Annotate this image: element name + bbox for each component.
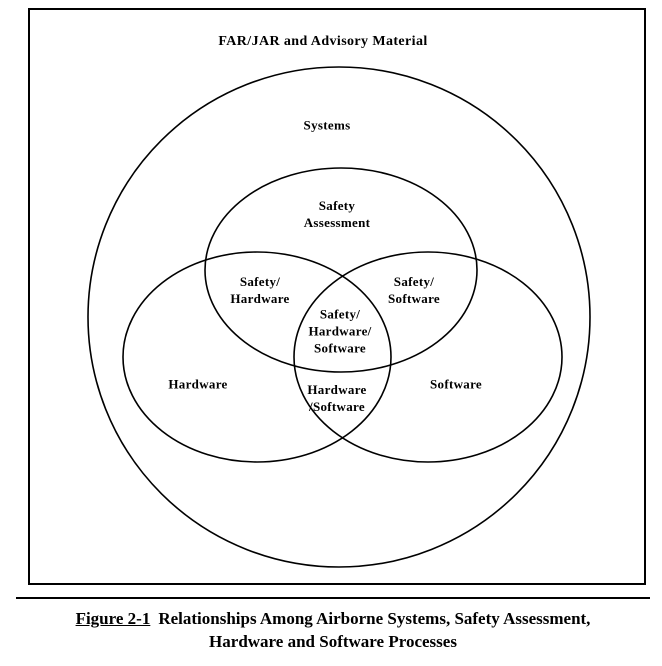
caption-line1: Figure 2-1 Relationships Among Airborne S… bbox=[16, 608, 650, 631]
caption-text-line2: Hardware and Software Processes bbox=[209, 631, 457, 651]
software-circle bbox=[293, 251, 563, 463]
figure-number: Figure 2-1 bbox=[75, 609, 151, 628]
safety-hardware-label: Safety/ Hardware bbox=[230, 274, 290, 306]
software-label: Software bbox=[430, 376, 482, 392]
caption-text-line1: Relationships Among Airborne Systems, Sa… bbox=[158, 609, 591, 628]
safety-assessment-label: Safety Assessment bbox=[303, 198, 371, 230]
figure-title: FAR/JAR and Advisory Material bbox=[218, 33, 428, 49]
safety-assessment-circle bbox=[204, 167, 478, 373]
figure-frame bbox=[28, 8, 646, 585]
hardware-label: Hardware bbox=[168, 376, 228, 392]
outer-systems-circle bbox=[87, 66, 591, 568]
safety-hardware-software-label: Safety/ Hardware/ Software bbox=[308, 306, 372, 356]
figure-caption: Figure 2-1 Relationships Among Airborne S… bbox=[16, 597, 650, 654]
systems-label: Systems bbox=[303, 117, 351, 133]
hardware-circle bbox=[122, 251, 392, 463]
hardware-software-label: Hardware /Software bbox=[307, 382, 367, 414]
safety-software-label: Safety/ Software bbox=[388, 274, 440, 306]
